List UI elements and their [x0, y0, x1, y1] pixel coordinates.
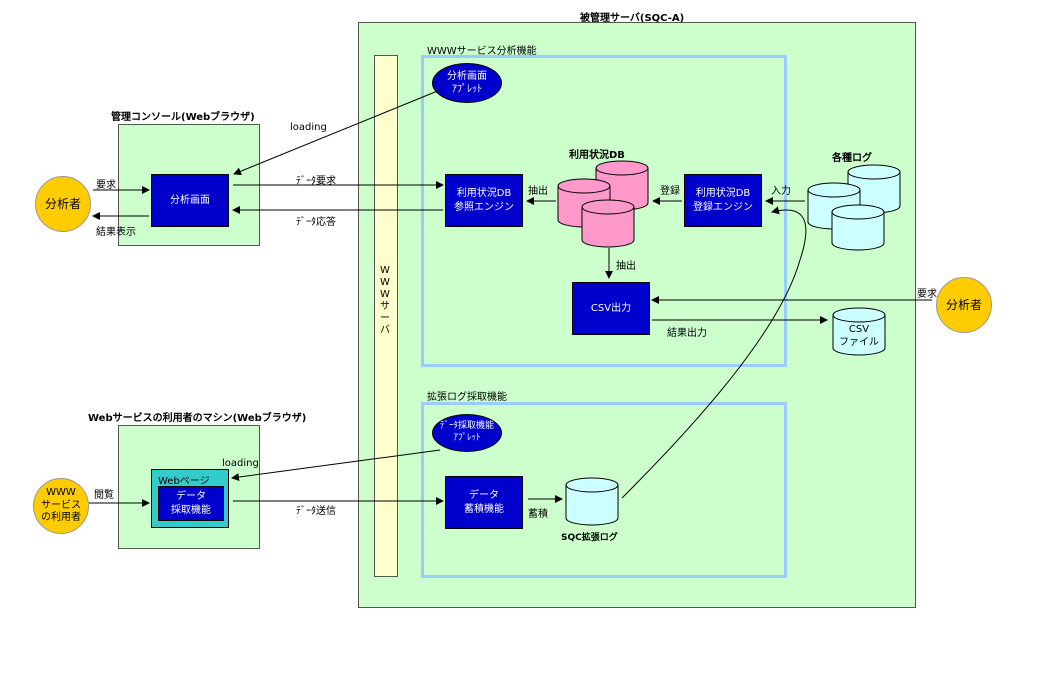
db-reference-engine: 利用状況DB 参照エンジン	[445, 174, 523, 227]
www-server-bar	[374, 55, 398, 577]
log-section-frame	[421, 402, 787, 578]
curve-sqc-to-registration	[621, 206, 807, 499]
collect-applet-oval: ﾃﾞｰﾀ採取機能 ｱﾌﾟﾚｯﾄ	[432, 414, 502, 452]
analyst-left-circle: 分析者	[35, 176, 91, 232]
webpage-label: Webページ	[158, 476, 210, 487]
usage-db-cylinder-front	[581, 199, 635, 248]
usage-db-label: 利用状況DB	[569, 150, 625, 161]
managed-server-title: 被管理サーバ(SQC-A)	[580, 13, 685, 24]
log-cylinders	[807, 164, 901, 251]
sqc-log-cylinder	[565, 477, 619, 526]
user-loading-label: loading	[222, 458, 259, 469]
www-user-circle: WWW サービス の利用者	[33, 478, 89, 534]
usage-db-cylinders	[557, 160, 649, 248]
console-analysis-screen[interactable]: 分析画面	[151, 174, 229, 227]
csv-output-box: CSV出力	[572, 282, 650, 335]
left-result-label: 結果表示	[96, 227, 136, 238]
arrow-loading-console	[233, 89, 441, 176]
log-section-title: 拡張ログ採取機能	[427, 392, 507, 403]
console-loading-label: loading	[290, 122, 327, 133]
store-label: 蓄積	[528, 509, 548, 520]
user-machine-title: Webサービスの利用者のマシン(Webブラウザ)	[88, 413, 307, 424]
console-title: 管理コンソール(Webブラウザ)	[111, 112, 255, 123]
left-request-label: 要求	[96, 180, 116, 191]
logs-label: 各種ログ	[832, 153, 872, 164]
analysis-section-title: WWWサービス分析機能	[427, 46, 537, 57]
extract-left-label: 抽出	[528, 186, 548, 197]
sqc-log-label: SQC拡張ログ	[561, 533, 618, 543]
data-collect-box: データ 採取機能	[158, 486, 224, 521]
data-response-label: ﾃﾞｰﾀ応答	[296, 217, 336, 228]
analysis-section-frame	[421, 55, 787, 367]
result-output-label: 結果出力	[667, 328, 707, 339]
data-send-label: ﾃﾞｰﾀ送信	[296, 506, 336, 517]
log-cylinder-front	[831, 204, 885, 251]
extract-down-label: 抽出	[616, 261, 636, 272]
input-label: 入力	[771, 186, 791, 197]
right-request-label: 要求	[917, 289, 937, 300]
db-registration-engine: 利用状況DB 登録エンジン	[684, 174, 762, 227]
browse-label: 閲覧	[94, 490, 114, 501]
register-label: 登録	[660, 186, 680, 197]
data-store-box: データ 蓄積機能	[445, 476, 523, 529]
analyst-right-circle: 分析者	[936, 277, 992, 333]
analysis-applet-oval: 分析画面 ｱﾌﾟﾚｯﾄ	[432, 63, 502, 103]
arrow-loading-user	[231, 449, 441, 482]
data-request-label: ﾃﾞｰﾀ要求	[296, 176, 336, 187]
csv-file-label: CSV ファイル	[839, 324, 879, 348]
www-server-label: WWWサーバ	[380, 265, 390, 336]
csv-file-cylinder	[832, 307, 886, 356]
